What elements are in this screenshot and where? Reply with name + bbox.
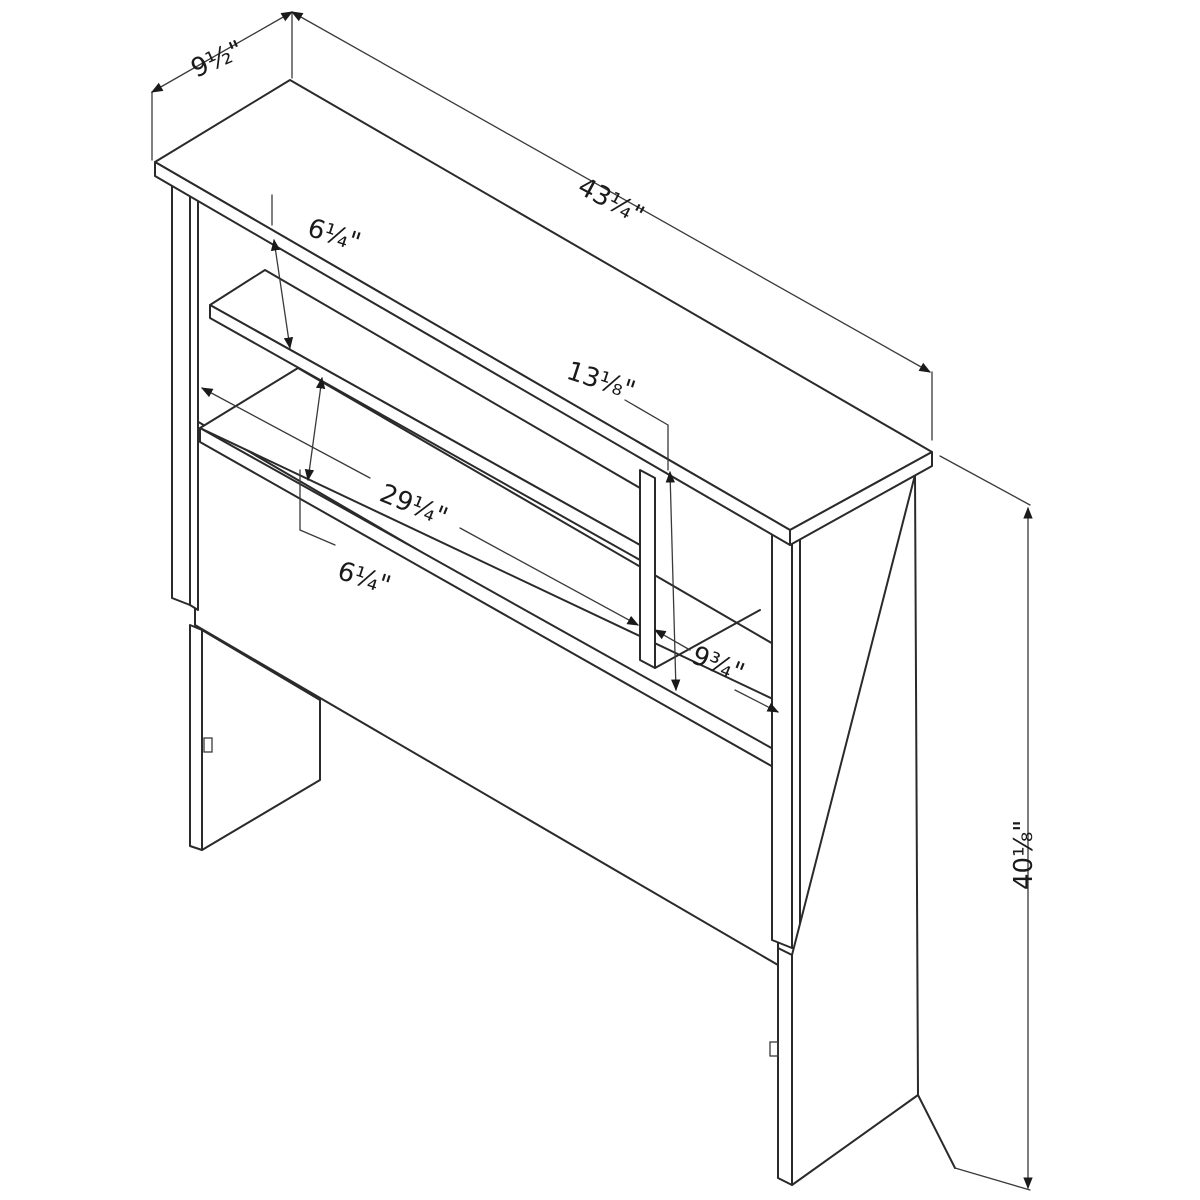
dim-width-label: 43¼" — [573, 172, 649, 231]
left-side-post — [171, 181, 199, 611]
right-side-post — [769, 474, 956, 1186]
dim-total-height-label: 40⅛" — [1009, 820, 1039, 890]
dim-total-height: 40⅛" — [939, 455, 1039, 1191]
dim-depth-label: 9½" — [187, 35, 248, 84]
left-leg — [189, 624, 321, 851]
